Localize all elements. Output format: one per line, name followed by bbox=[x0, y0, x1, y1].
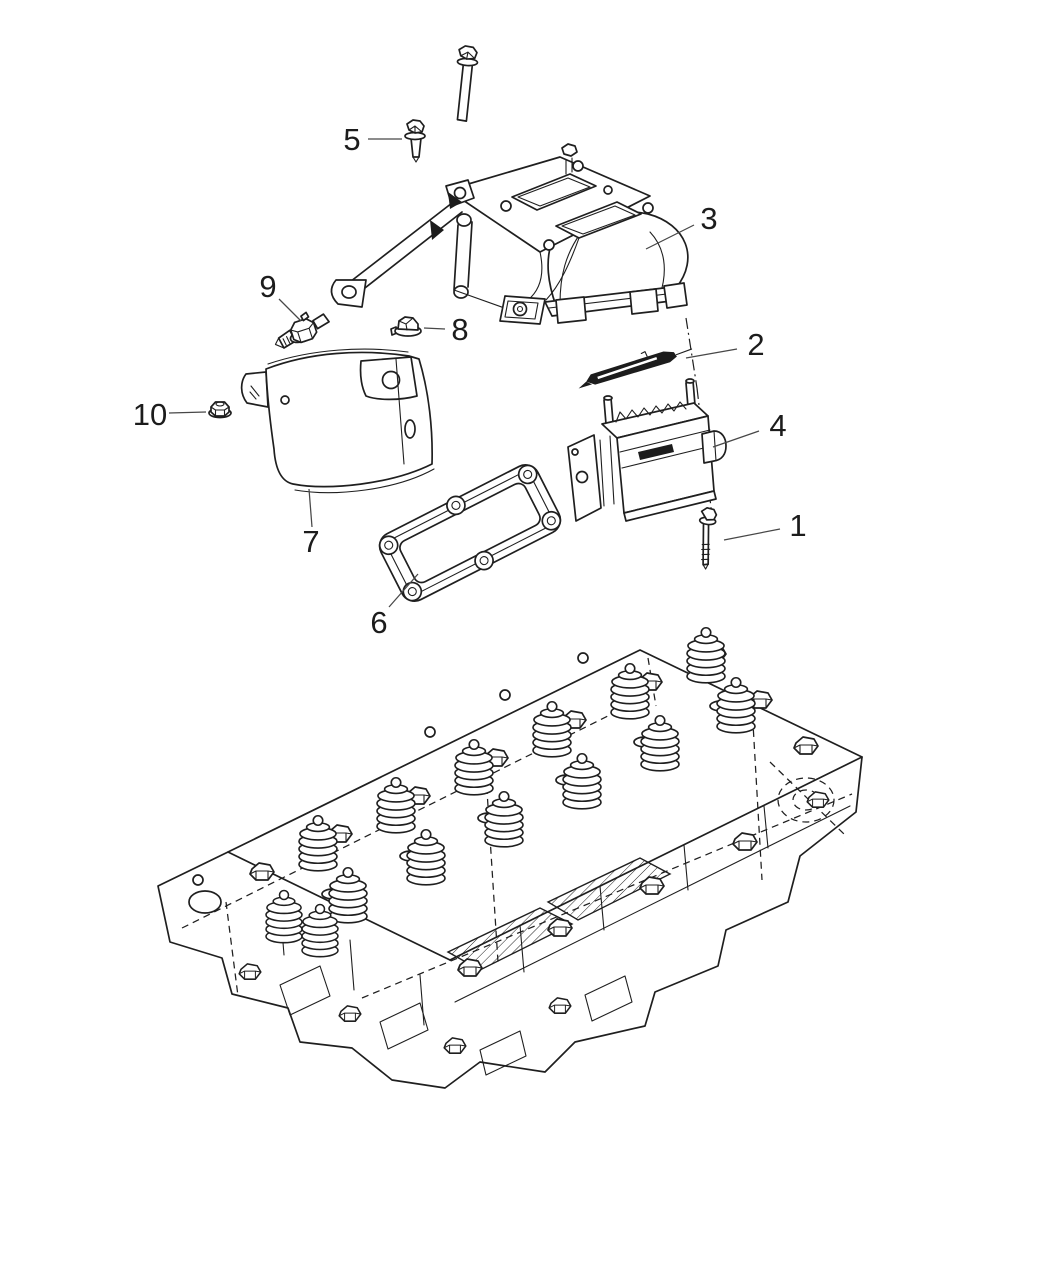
heater-bolt bbox=[698, 506, 718, 570]
callout-5: 5 bbox=[343, 122, 402, 157]
callout-10: 10 bbox=[133, 397, 207, 432]
callout-8: 8 bbox=[423, 312, 469, 347]
callout-1: 1 bbox=[723, 508, 807, 543]
heat-shield bbox=[240, 348, 435, 494]
cylinder-head bbox=[157, 626, 863, 1089]
callout-6-label: 6 bbox=[370, 605, 387, 640]
callout-7: 7 bbox=[302, 488, 320, 559]
callout-8-label: 8 bbox=[451, 312, 468, 347]
callout-3-label: 3 bbox=[700, 201, 717, 236]
intake-air-heater bbox=[567, 317, 727, 522]
callout-9: 9 bbox=[259, 269, 302, 322]
callout-6: 6 bbox=[370, 573, 419, 640]
plug-bolt bbox=[390, 316, 422, 337]
callout-7-label: 7 bbox=[302, 524, 319, 559]
manifold-gasket bbox=[378, 464, 562, 602]
callout-4: 4 bbox=[712, 408, 787, 448]
callout-9-label: 9 bbox=[259, 269, 276, 304]
heater-element bbox=[578, 348, 693, 389]
flange-nut bbox=[208, 401, 232, 419]
mounting-bolt-short bbox=[404, 119, 426, 163]
callout-3: 3 bbox=[645, 201, 718, 250]
callouts: 1 2 3 4 5 6 7 8 bbox=[133, 122, 807, 640]
callout-2-label: 2 bbox=[747, 327, 764, 362]
callout-1-label: 1 bbox=[789, 508, 806, 543]
callout-5-label: 5 bbox=[343, 122, 360, 157]
mounting-bolt-long bbox=[456, 45, 479, 122]
callout-4-label: 4 bbox=[769, 408, 786, 443]
intake-manifold bbox=[330, 143, 689, 325]
callout-10-label: 10 bbox=[133, 397, 167, 432]
temperature-sensor bbox=[274, 311, 330, 349]
callout-2: 2 bbox=[685, 327, 765, 362]
